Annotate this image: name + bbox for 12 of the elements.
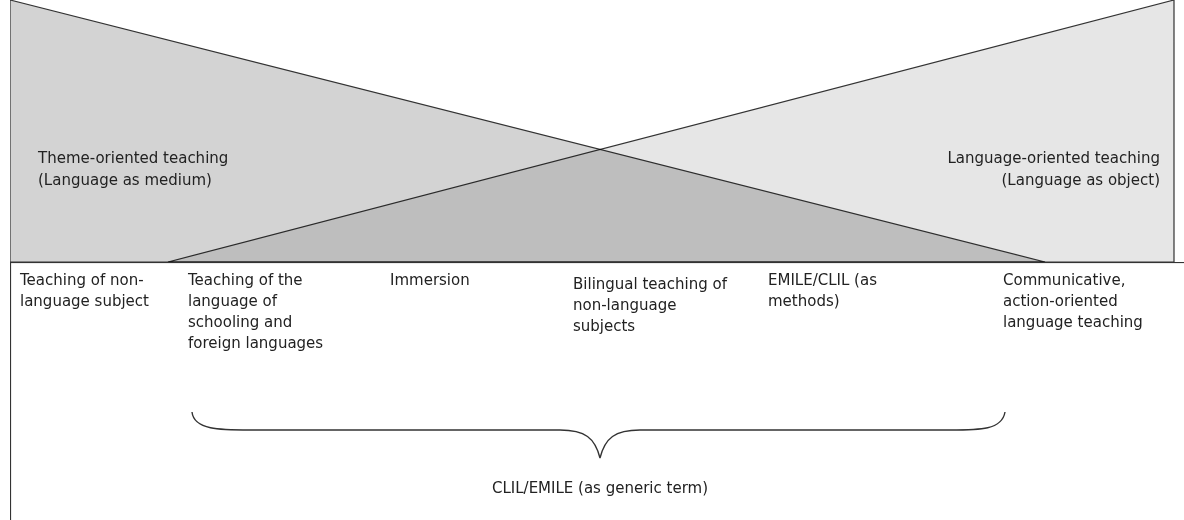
text-label: Language-oriented teaching [946,148,1160,169]
text-label: Immersion [390,270,471,291]
text-label: (Language as object) [1000,170,1160,191]
text-label: Communicative, action-oriented language teaching [1003,270,1144,333]
text-label: Teaching of non-language subject [20,270,150,312]
text-label: Theme-oriented teaching [38,148,230,169]
text-label: (Language as medium) [38,170,213,191]
text-label: EMILE/CLIL (as methods) [768,270,878,312]
text-label: Teaching of the language of schooling and foreign languages [188,270,325,354]
text-label: CLIL/EMILE (as generic term) [490,478,710,499]
text-label: Bilingual teaching of non-language subjects [573,274,729,337]
panel [10,262,1184,520]
